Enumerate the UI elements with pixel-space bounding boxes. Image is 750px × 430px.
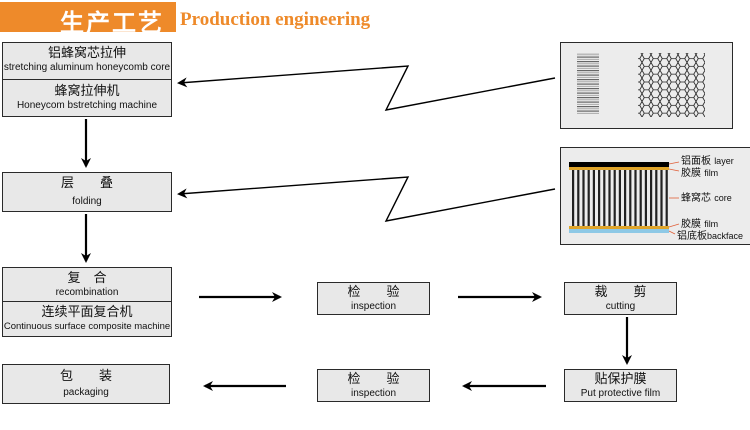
label-core: 蜂窝芯 core [681, 193, 732, 204]
core-wall [634, 170, 637, 226]
machine-stretching-en: Honeycom bstretching machine [16, 100, 158, 111]
step-recombination-en: recombination [55, 287, 119, 298]
core-wall [603, 170, 606, 226]
aluminum-top-layer [569, 162, 669, 167]
core-wall [660, 170, 663, 226]
step-stretching: 铝蜂窝芯拉伸 stretching aluminum honeycomb cor… [2, 42, 172, 117]
step-stretching-cn: 铝蜂窝芯拉伸 [47, 46, 126, 61]
step-folding-cn: 层 叠 [60, 176, 113, 191]
machine-recombination-cn: 连续平面复合机 [41, 305, 133, 320]
leader-line [668, 223, 680, 228]
pointer-structure-to-folding [177, 176, 556, 222]
expanded-honeycomb [638, 53, 705, 117]
header-bar [0, 2, 176, 32]
divider [3, 79, 171, 80]
machine-recombination-en: Continuous surface composite machine [3, 321, 171, 332]
film-bottom [569, 226, 669, 229]
step-cutting-en: cutting [605, 301, 636, 312]
divider [3, 301, 171, 302]
label-film-top: 胶膜 film [681, 168, 719, 179]
label-layer: 铝面板 layer [681, 156, 734, 167]
core-wall [629, 170, 632, 226]
aluminum-backface [569, 229, 669, 233]
core-wall [582, 170, 585, 226]
core-wall [665, 170, 668, 226]
step-packaging-cn: 包 装 [59, 369, 112, 384]
core-wall [613, 170, 616, 226]
header-title-cn: 生产工艺 [60, 8, 164, 37]
step-packaging: 包 装 packaging [2, 364, 170, 404]
step-packaging-en: packaging [63, 387, 109, 398]
leader-line [668, 161, 680, 165]
core-wall [608, 170, 611, 226]
step-inspection-2-cn: 检 验 [347, 372, 400, 387]
core-wall [618, 170, 621, 226]
pointer-honeycomb-to-stretching [177, 65, 556, 111]
step-recombination-cn: 复 合 [67, 271, 107, 286]
panel-structure-illustration [569, 161, 680, 235]
header-title-en: Production engineering [180, 9, 371, 30]
core-wall [644, 170, 647, 226]
step-inspection-2-en: inspection [350, 388, 397, 399]
step-protective-film: 贴保护膜 Put protective film [564, 369, 677, 402]
label-film-bottom: 胶膜 film [681, 219, 719, 230]
step-protective-film-en: Put protective film [580, 388, 661, 399]
core-wall [587, 170, 590, 226]
step-recombination: 复 合 recombination 连续平面复合机 Continuous sur… [2, 267, 172, 337]
core-wall [572, 170, 575, 226]
label-backface: 铝底板backface [677, 231, 744, 242]
core-wall [577, 170, 580, 226]
core-wall [655, 170, 658, 226]
honeycomb-illustration [577, 53, 705, 117]
step-inspection-2: 检 验 inspection [317, 369, 430, 402]
step-folding-en: folding [72, 196, 102, 207]
step-stretching-en: stretching aluminum honeycomb core [3, 62, 171, 73]
machine-stretching-cn: 蜂窝拉伸机 [54, 84, 120, 99]
step-cutting-cn: 裁 剪 [594, 285, 647, 300]
step-folding: 层 叠 folding [2, 172, 172, 212]
step-cutting: 裁 剪 cutting [564, 282, 677, 315]
step-inspection-1-en: inspection [350, 301, 397, 312]
core-wall [639, 170, 642, 226]
honeycomb-image [560, 42, 733, 129]
core-wall [650, 170, 653, 226]
step-inspection-1-cn: 检 验 [347, 285, 400, 300]
compressed-honeycomb [577, 53, 599, 115]
leader-line [668, 230, 676, 235]
core-wall [592, 170, 595, 226]
panel-structure-image: 铝面板 layer 胶膜 film 蜂窝芯 core 胶膜 film 铝底板ba… [560, 147, 750, 245]
step-inspection-1: 检 验 inspection [317, 282, 430, 315]
step-protective-film-cn: 贴保护膜 [594, 372, 647, 387]
core-wall [598, 170, 601, 226]
core-wall [624, 170, 627, 226]
honeycomb-core [572, 170, 668, 226]
leader-line [668, 168, 680, 172]
film-top [569, 167, 669, 170]
